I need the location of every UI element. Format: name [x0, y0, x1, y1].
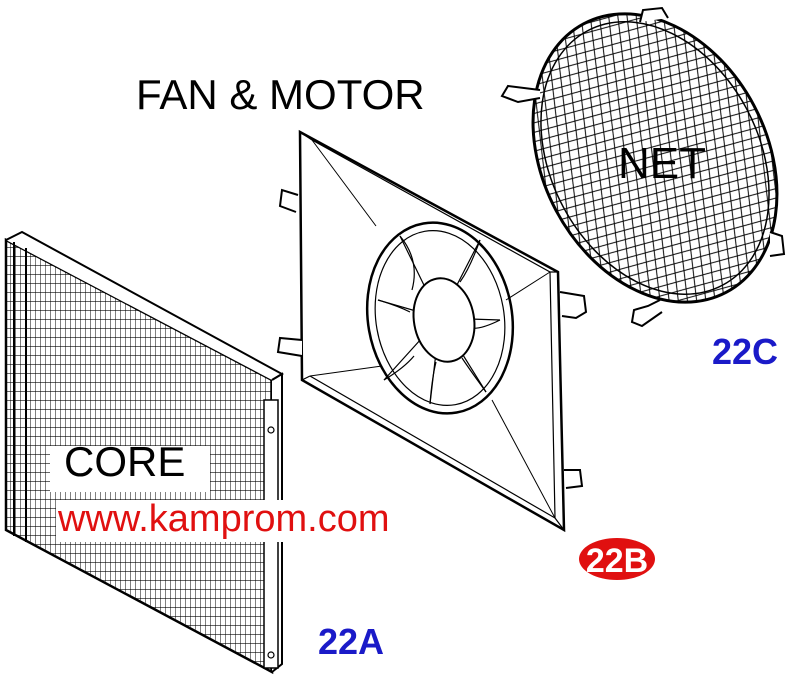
- net-label: NET: [618, 139, 706, 188]
- part-number-22c: 22C: [712, 331, 779, 372]
- part-number-22b: 22B: [585, 542, 649, 580]
- radiator-core: [4, 230, 494, 675]
- fan-shroud: [276, 129, 588, 533]
- website-url: www.kamprom.com: [58, 498, 390, 540]
- fan-motor-label: FAN & MOTOR: [136, 71, 425, 118]
- part-number-22a: 22A: [318, 621, 385, 662]
- core-label: CORE: [64, 438, 186, 485]
- part-number-22b-badge: 22B: [579, 538, 655, 580]
- net-guard: [500, 6, 786, 328]
